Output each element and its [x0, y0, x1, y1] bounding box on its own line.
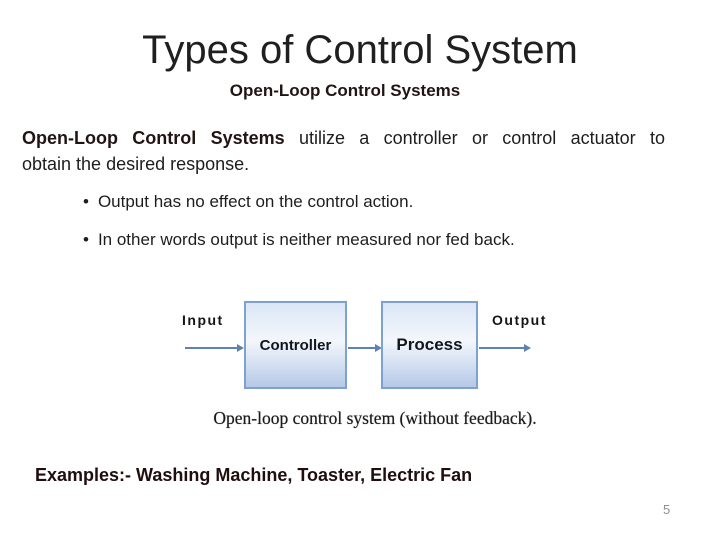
bullet-marker: •: [83, 192, 89, 211]
block-label: Process: [396, 335, 463, 354]
intro-paragraph: Open-Loop Control Systems utilize a cont…: [22, 125, 665, 177]
bullet-marker: •: [83, 230, 89, 249]
intro-lead-bold: Open-Loop Control Systems: [22, 128, 285, 148]
intro-line-1: Open-Loop Control Systems utilize a cont…: [22, 125, 665, 151]
examples-text: Examples:- Washing Machine, Toaster, Ele…: [35, 465, 473, 485]
page-number: 5: [663, 502, 671, 517]
slide-subtitle: Open-Loop Control Systems: [229, 81, 461, 100]
bullet-text: Output has no effect on the control acti…: [97, 192, 414, 211]
page-title: Types of Control System: [142, 28, 578, 72]
bullet-item: • In other words output is neither measur…: [83, 230, 515, 250]
bullet-text: In other words output is neither measure…: [97, 230, 515, 249]
diagram-caption: Open-loop control system (without feedba…: [213, 408, 537, 428]
diagram-output-label: Output: [492, 312, 547, 328]
intro-line-2: obtain the desired response.: [22, 154, 250, 174]
block-label: Controller: [259, 336, 332, 354]
controller-block: Controller: [244, 301, 347, 389]
flow-arrow-input: [185, 344, 244, 352]
intro-line-1-rest: utilize a controller or control actuator…: [284, 128, 665, 148]
flow-arrow-output: [479, 344, 531, 352]
process-block: Process: [381, 301, 478, 389]
flow-arrow-middle: [348, 344, 382, 352]
diagram-input-label: Input: [182, 312, 224, 328]
bullet-item: • Output has no effect on the control act…: [83, 192, 413, 212]
